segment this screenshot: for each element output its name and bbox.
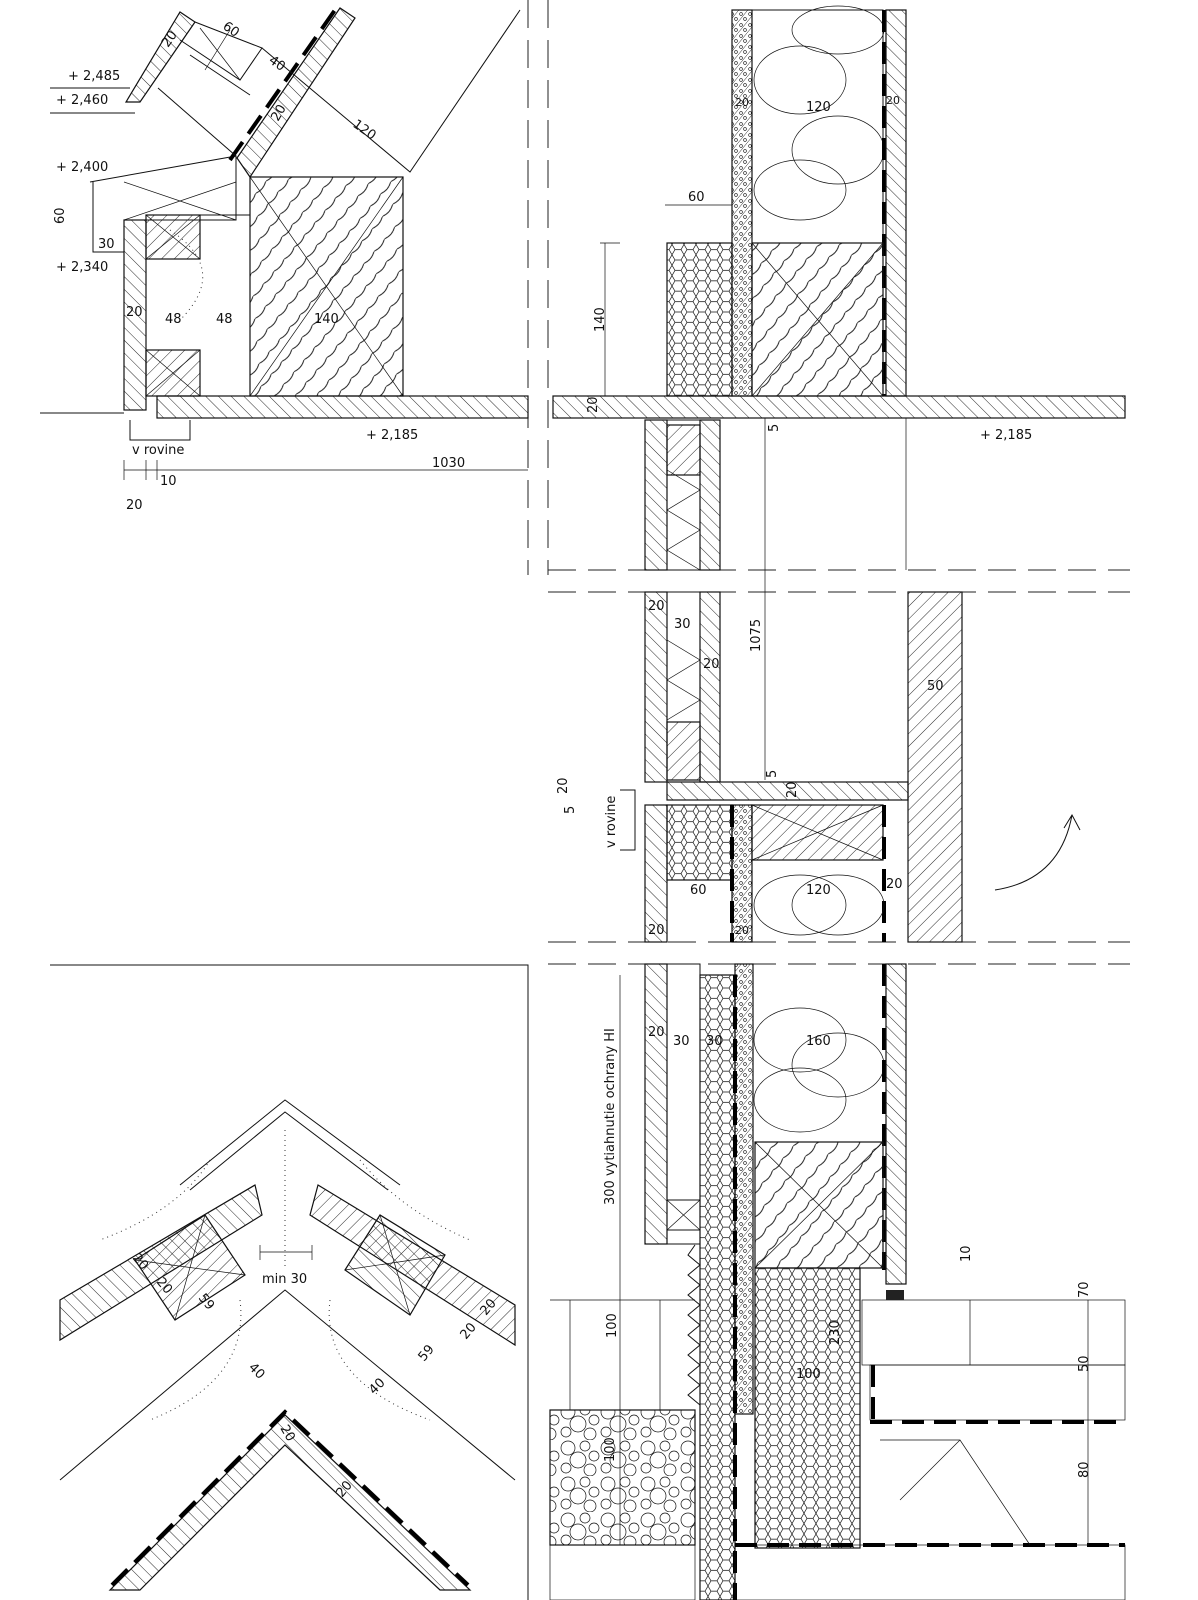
dim-label: 230: [828, 1320, 843, 1345]
dim-label: 100: [603, 1437, 618, 1462]
dim-label: 40: [245, 1360, 267, 1382]
dim-label: 30: [674, 617, 691, 632]
dim-label: 70: [1077, 1281, 1092, 1298]
level-label: + 2,485: [68, 69, 120, 84]
dim-label: 1075: [749, 619, 764, 652]
dim-label: 100: [796, 1367, 821, 1382]
dim-label: 5: [765, 770, 780, 778]
dim-label: 20: [556, 777, 571, 794]
dim-label: 30: [98, 237, 115, 252]
dim-label: 100: [605, 1313, 620, 1338]
dim-label: 60: [53, 207, 68, 224]
dimension-labels-top-right: 60 20 120 20 140 20 5 + 2,185 1075: [586, 94, 1032, 652]
dim-label: 20: [126, 498, 143, 513]
dim-label: 5: [767, 424, 782, 432]
rotation-arrow-icon: [994, 813, 1081, 891]
concrete-topping: [861, 1299, 1126, 1366]
dim-label: 50: [1077, 1355, 1092, 1372]
v-rovine-label: v rovine: [604, 796, 619, 848]
dim-label: 5: [563, 806, 578, 814]
floor-slab-left: [156, 395, 529, 419]
level-label: + 2,400: [56, 160, 108, 175]
window-section: [620, 419, 1081, 943]
dim-label: 80: [1077, 1461, 1092, 1478]
v-rovine-label: v rovine: [132, 443, 184, 458]
dim-label: 140: [593, 307, 608, 332]
foundation-slab: [734, 1544, 1126, 1600]
dim-label: 20: [126, 305, 143, 320]
floor-slab-right: [552, 395, 1126, 419]
dim-label: 50: [927, 679, 944, 694]
dim-label: 30: [673, 1034, 690, 1049]
ridge-detail: [50, 964, 529, 1600]
dim-label: 120: [350, 117, 379, 144]
dim-label: 120: [806, 883, 831, 898]
level-label: + 2,340: [56, 260, 108, 275]
screed-layer: [869, 1364, 1126, 1421]
level-label: + 2,185: [366, 428, 418, 443]
level-label: + 2,460: [56, 93, 108, 108]
insulation-waves: [753, 5, 885, 221]
dim-label: 20: [458, 1320, 480, 1342]
dim-label: 140: [314, 312, 339, 327]
dim-label: 20: [735, 924, 749, 937]
dim-label: 59: [416, 1342, 438, 1364]
dim-label: 20: [648, 1025, 665, 1040]
dim-label: 20: [785, 781, 800, 798]
dim-label: 20: [648, 599, 665, 614]
dim-label: 20: [268, 102, 289, 124]
dim-label: 160: [806, 1034, 831, 1049]
xps-insulation: [754, 1267, 861, 1549]
dim-label: 60: [220, 19, 242, 41]
rafter-board: [236, 7, 356, 179]
dim-label: 10: [959, 1245, 974, 1262]
dim-label: 40: [266, 53, 288, 75]
dim-label: 20: [703, 657, 720, 672]
dim-label: 20: [886, 877, 903, 892]
dimension-labels-middle: 20 30 20 50 20 5 v rovine 5 20 60 120 20…: [556, 599, 944, 938]
dim-label: 60: [688, 190, 705, 205]
dim-label: 1030: [432, 456, 465, 471]
dim-label: min 30: [262, 1272, 307, 1287]
dim-label: 20: [586, 396, 601, 413]
wall-section-top: [552, 5, 1126, 780]
dim-label: 48: [165, 312, 182, 327]
dim-label: 40: [366, 1376, 388, 1398]
dim-label: 20: [735, 96, 749, 109]
eave-section: [40, 7, 529, 480]
dim-label: 30: [706, 1034, 723, 1049]
gravel: [549, 1409, 696, 1546]
dim-label: 20: [277, 1423, 298, 1445]
dim-label: 20: [648, 923, 665, 938]
dim-label: 120: [806, 100, 831, 115]
dimension-labels-bottom-right: 20 30 30 160 300 vytiahnutie ochrany HI …: [603, 1025, 1092, 1478]
level-label: + 2,185: [980, 428, 1032, 443]
dim-label: 48: [216, 312, 233, 327]
dim-label: 10: [160, 474, 177, 489]
hi-protection-label: 300 vytiahnutie ochrany HI: [603, 1028, 618, 1205]
dim-label: 20: [886, 94, 900, 107]
eps-block: [666, 242, 733, 397]
base-section: [549, 963, 1126, 1600]
dim-label: 60: [690, 883, 707, 898]
dimension-labels-top-left: 20 60 40 20 120 + 2,485 + 2,460 + 2,400 …: [53, 19, 465, 513]
